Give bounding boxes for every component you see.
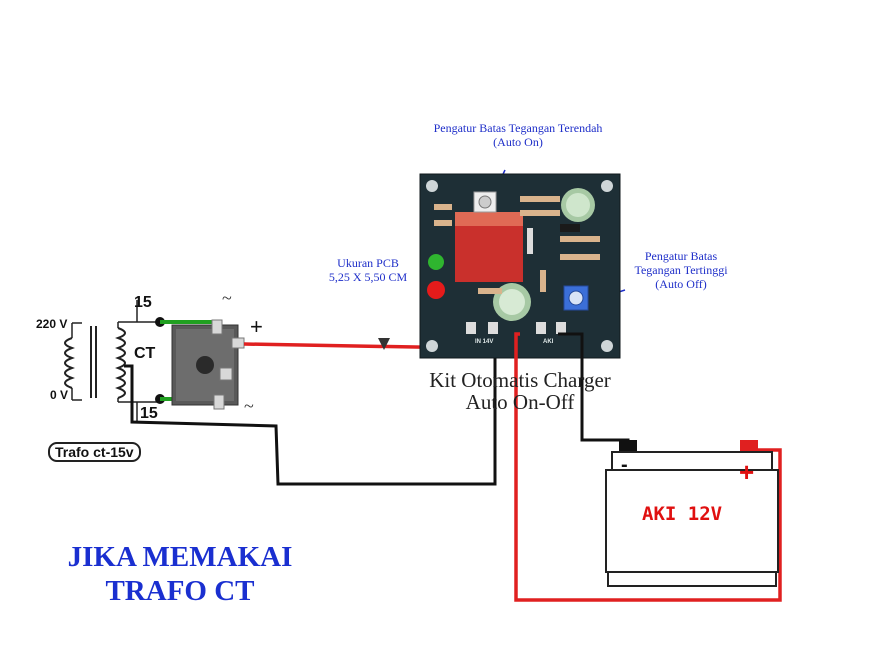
- kit-title: Kit Otomatis Charger Auto On-Off: [395, 369, 645, 413]
- caption-line2: TRAFO CT: [105, 575, 255, 607]
- center-tap-label: CT: [134, 345, 156, 362]
- red-battery-wire: [514, 332, 782, 602]
- low-limit-line1: Pengatur Batas Tegangan Terendah: [433, 121, 603, 135]
- pcb-size-line1: Ukuran PCB: [337, 256, 399, 270]
- high-limit-note: Pengatur Batas Tegangan Tertinggi (Auto …: [620, 249, 742, 291]
- low-limit-line2: (Auto On): [493, 135, 543, 149]
- battery-12v: [605, 440, 779, 587]
- bridge-plus-label: +: [250, 314, 263, 339]
- kit-title-line1: Kit Otomatis Charger: [429, 368, 611, 392]
- trafo-label: Trafo ct-15v: [48, 442, 141, 462]
- battery-label: AKI 12V: [642, 503, 723, 525]
- high-limit-line1: Pengatur Batas: [644, 249, 718, 263]
- primary-220v-label: 220 V: [36, 317, 68, 331]
- terminal-aki-label: AKI: [543, 339, 554, 345]
- ct-black-wire: [124, 334, 497, 486]
- wire-arrow: [378, 338, 390, 350]
- high-limit-line3: (Auto Off): [655, 277, 707, 291]
- pcb-size-line2: 5,25 X 5,50 CM: [328, 270, 408, 284]
- high-limit-line2: Tegangan Tertinggi: [634, 263, 728, 277]
- pcb-board: [419, 173, 621, 359]
- caption-line1: JIKA MEMAKAI: [67, 541, 293, 573]
- primary-0v-label: 0 V: [50, 388, 69, 402]
- battery-minus-label: -: [621, 454, 628, 476]
- battery-plus-label: +: [739, 457, 755, 487]
- pcb-size-note: Ukuran PCB 5,25 X 5,50 CM: [318, 256, 418, 284]
- kit-title-line2: Auto On-Off: [465, 390, 575, 414]
- bridge-rectifier: [171, 319, 245, 410]
- low-limit-note: Pengatur Batas Tegangan Terendah (Auto O…: [418, 121, 618, 149]
- terminal-in-label: IN 14V: [475, 339, 494, 345]
- bridge-ac-bottom-label: ~: [244, 396, 254, 416]
- secondary-top-label: 15: [134, 294, 152, 311]
- transformer-symbol: [64, 300, 165, 422]
- secondary-bottom-label: 15: [140, 405, 158, 422]
- caption-title: JIKA MEMAKAI TRAFO CT: [40, 540, 320, 608]
- bridge-ac-top-label: ~: [222, 288, 232, 308]
